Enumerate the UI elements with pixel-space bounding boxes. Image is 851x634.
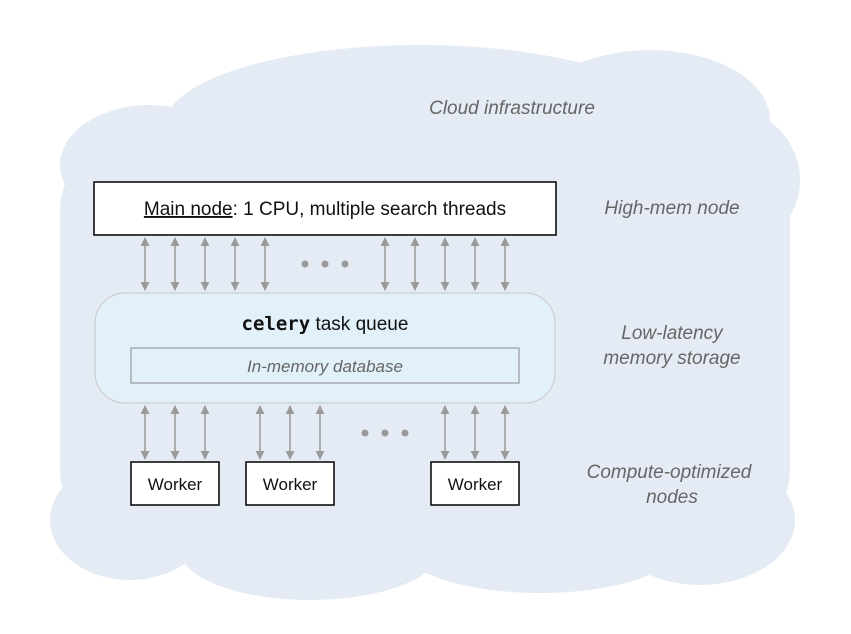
low-latency-label-line1: Low-latency (621, 323, 724, 344)
main-node-detail: : 1 CPU, multiple search threads (233, 199, 507, 220)
worker-box-3: Worker (430, 461, 520, 506)
worker-label: Worker (148, 475, 203, 494)
main-node-name: Main node (144, 199, 233, 220)
worker-box-2: Worker (245, 461, 335, 506)
cloud-shape (50, 45, 800, 600)
main-node-box: Main node: 1 CPU, multiple search thread… (93, 181, 557, 236)
compute-label-line1: Compute-optimized (587, 462, 753, 483)
worker-box-1: Worker (130, 461, 220, 506)
task-queue-title: celery task queue (242, 313, 409, 335)
compute-label-line2: nodes (646, 487, 698, 508)
ellipsis-bottom (361, 429, 409, 437)
main-node-text: Main node: 1 CPU, multiple search thread… (144, 199, 506, 220)
queue-to-worker-arrows (140, 405, 510, 460)
high-mem-label: High-mem node (604, 198, 739, 219)
task-queue-box: celery task queue In-memory database (94, 292, 556, 404)
cloud-label: Cloud infrastructure (429, 98, 595, 119)
low-latency-label-line2: memory storage (603, 348, 740, 369)
worker-label: Worker (263, 475, 318, 494)
celery-code: celery (242, 313, 311, 335)
main-to-queue-arrows (140, 237, 510, 291)
database-label: In-memory database (247, 357, 403, 376)
ellipsis-top (301, 260, 349, 268)
task-queue-text: task queue (310, 314, 408, 335)
database-box (130, 347, 520, 384)
worker-label: Worker (448, 475, 503, 494)
